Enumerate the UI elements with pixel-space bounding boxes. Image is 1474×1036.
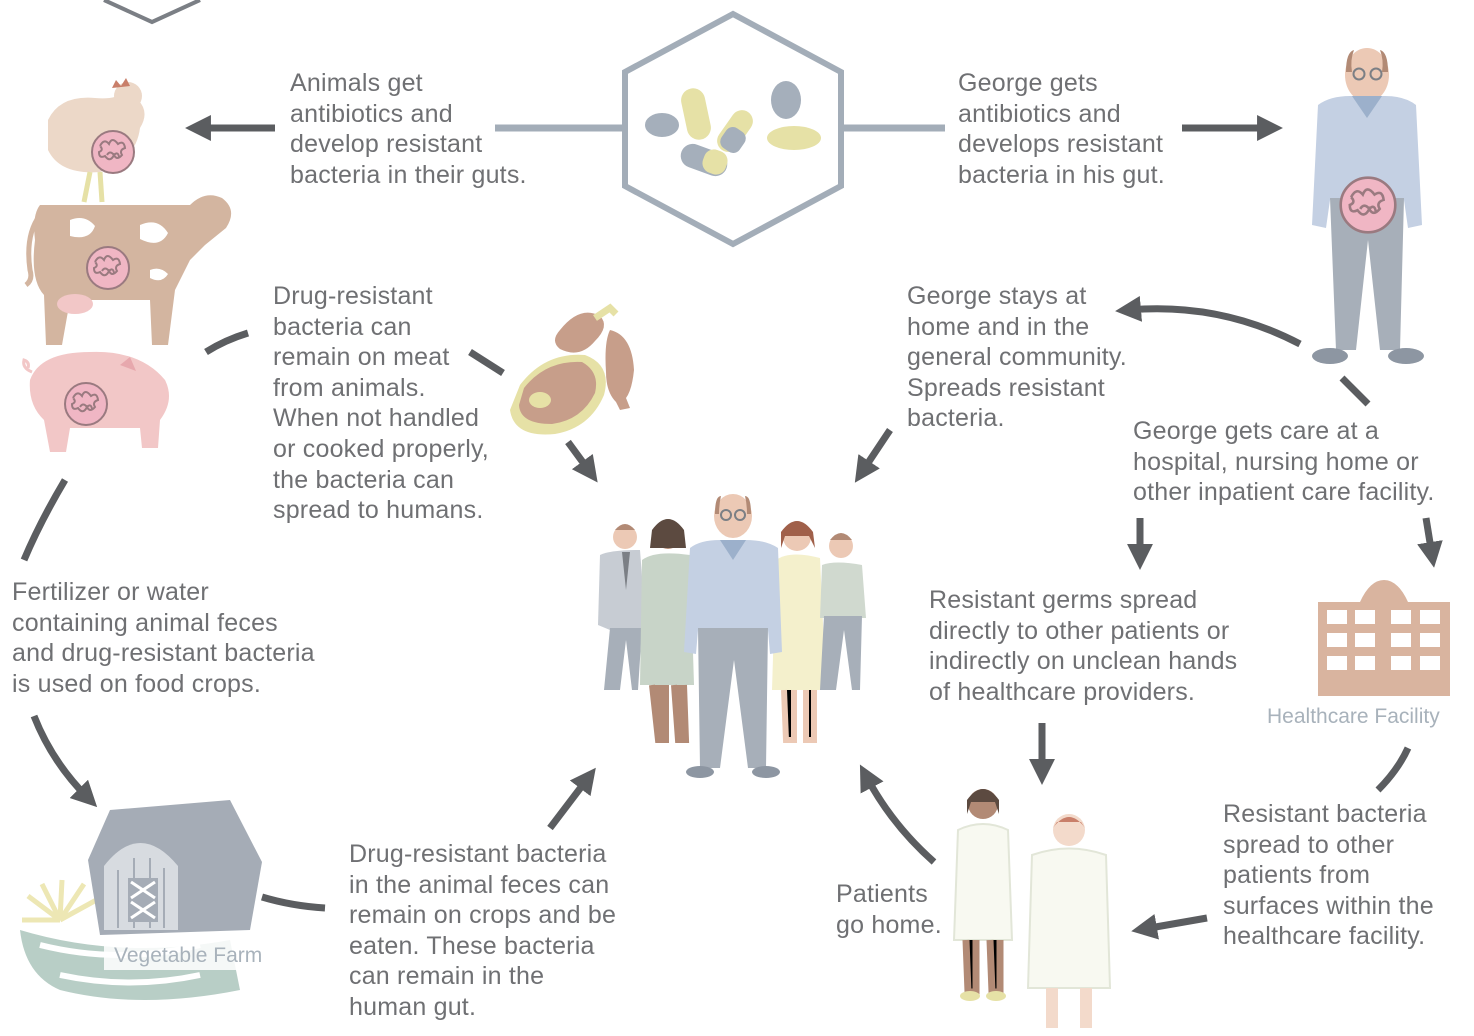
text-line: Resistant bacteria xyxy=(1223,800,1427,828)
text-line: or cooked properly, xyxy=(273,434,489,463)
fertilizer-text: Fertilizer or water containing animal fe… xyxy=(12,577,315,699)
text-line: home and in the xyxy=(907,312,1090,341)
text-line: is used on food crops. xyxy=(12,669,261,698)
text-line: Resistant germs spread xyxy=(929,586,1198,614)
meat-icon xyxy=(510,303,634,435)
text-line: Animals get xyxy=(290,69,423,97)
arrow-pig-meat xyxy=(204,329,250,355)
arrow-pig-to-fertilizer xyxy=(20,478,69,562)
sun-icon xyxy=(22,879,102,923)
text-line: Drug-resistant bacteria xyxy=(349,840,607,868)
text-line: containing animal feces xyxy=(12,608,278,637)
text-line: When not handled xyxy=(273,404,480,433)
text-line: can remain in the xyxy=(349,962,545,991)
text-line: go home. xyxy=(836,910,942,939)
community-group-icon xyxy=(598,494,866,778)
text-line: bacteria in their guts. xyxy=(290,160,527,189)
text-line: antibiotics and xyxy=(958,99,1121,128)
text-line: remain on meat xyxy=(273,343,450,372)
surfaces-text: Resistant bacteria spread to other patie… xyxy=(1223,799,1434,952)
arrow-surfaces-to-patients xyxy=(1131,914,1208,940)
text-line: George gets care at a xyxy=(1133,417,1380,445)
text-line: George gets xyxy=(958,69,1098,97)
arrow-home-to-community xyxy=(854,428,893,483)
text-line: indirectly on unclean hands xyxy=(929,647,1238,676)
arrow-george-home xyxy=(1115,295,1302,348)
flow-arrows xyxy=(20,115,1443,940)
arrow-meat-line xyxy=(468,349,505,376)
healthcare-facility-icon xyxy=(1318,580,1450,696)
healthcare-facility-label: Healthcare Facility xyxy=(1267,705,1440,728)
text-line: develop resistant xyxy=(290,130,483,159)
text-line: bacteria can xyxy=(273,312,412,341)
patients-home-text: Patients go home. xyxy=(836,879,942,940)
text-line: develops resistant xyxy=(958,130,1164,159)
text-line: spread to other xyxy=(1223,830,1395,859)
george-icon xyxy=(1312,48,1424,364)
animals-antibiotics-text: Animals get antibiotics and develop resi… xyxy=(290,68,527,190)
arrow-fertilizer-to-barn xyxy=(30,714,98,808)
text-line: general community. xyxy=(907,343,1127,372)
germs-spread-text: Resistant germs spread directly to other… xyxy=(929,585,1237,707)
text-line: other inpatient care facility. xyxy=(1133,478,1435,507)
meat-bacteria-text: Drug-resistant bacteria can remain on me… xyxy=(273,281,489,526)
text-line: hospital, nursing home or xyxy=(1133,447,1419,476)
george-antibiotics-text: George gets antibiotics and develops res… xyxy=(958,68,1165,190)
patients-icon xyxy=(952,789,1112,1028)
cow-icon xyxy=(24,195,232,345)
text-line: Drug-resistant xyxy=(273,282,433,310)
text-line: in the animal feces can xyxy=(349,870,610,899)
arrow-facility-down xyxy=(1375,746,1412,793)
barn-icon xyxy=(20,800,272,1000)
crops-text: Drug-resistant bacteria in the animal fe… xyxy=(349,839,616,1023)
text-line: from animals. xyxy=(273,373,426,402)
text-line: patients from xyxy=(1223,861,1371,890)
partial-hexagon-icon xyxy=(103,0,201,25)
chicken-icon xyxy=(48,78,145,203)
arrow-patients-home xyxy=(859,764,937,865)
text-line: surfaces within the xyxy=(1223,891,1434,920)
text-line: bacteria in his gut. xyxy=(958,160,1165,189)
text-line: healthcare facility. xyxy=(1223,922,1426,951)
text-line: eaten. These bacteria xyxy=(349,931,595,960)
arrow-crops-to-community xyxy=(547,767,596,831)
vegetable-farm-label: Vegetable Farm xyxy=(114,944,263,967)
text-line: George stays at xyxy=(907,282,1087,310)
text-line: human gut. xyxy=(349,992,477,1021)
arrow-meat-to-community xyxy=(565,439,598,483)
george-care-text: George gets care at a hospital, nursing … xyxy=(1133,416,1435,508)
text-line: the bacteria can xyxy=(273,465,455,494)
text-line: directly to other patients or xyxy=(929,616,1230,645)
text-line: Patients xyxy=(836,880,928,908)
antibiotics-hexagon-icon xyxy=(622,10,844,248)
arrow-care-to-facility xyxy=(1417,517,1443,568)
arrow-george-care xyxy=(1339,375,1371,407)
text-line: spread to humans. xyxy=(273,496,484,525)
arrow-barn-to-crops xyxy=(260,893,326,912)
text-line: and drug-resistant bacteria xyxy=(12,639,315,668)
text-line: Spreads resistant xyxy=(907,373,1105,402)
text-line: antibiotics and xyxy=(290,99,453,128)
text-line: Fertilizer or water xyxy=(12,578,209,606)
text-line: bacteria. xyxy=(907,404,1005,433)
text-line: of healthcare providers. xyxy=(929,677,1196,706)
text-line: remain on crops and be xyxy=(349,901,617,930)
pig-icon xyxy=(22,351,170,452)
george-home-text: George stays at home and in the general … xyxy=(907,281,1127,434)
